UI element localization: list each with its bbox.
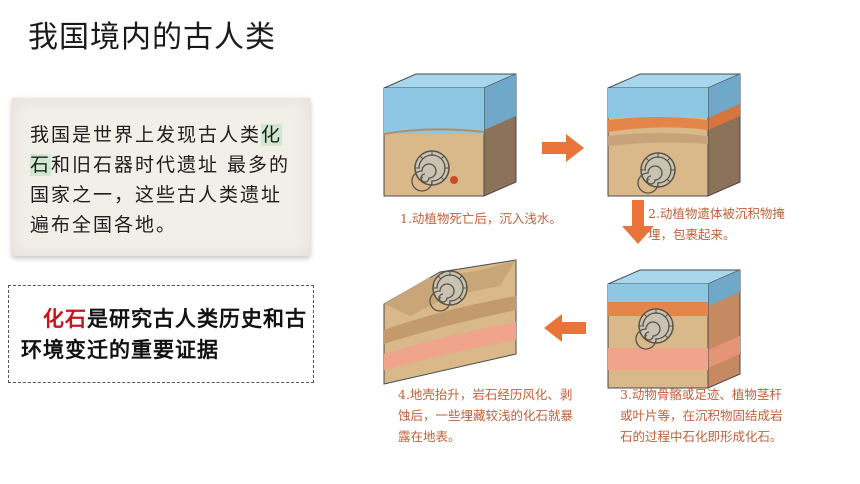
arrow-right-icon	[542, 134, 584, 162]
info-text-post: 和旧石器时代遗址 最多的国家之一，这些古人类遗址遍布全国各地。	[30, 154, 291, 236]
info-card: 我国是世界上发现古人类化石和旧石器时代遗址 最多的国家之一，这些古人类遗址遍布全…	[12, 98, 310, 256]
page-title: 我国境内的古人类	[28, 20, 276, 55]
info-text-pre: 我国是世界上发现古人类	[30, 124, 262, 146]
step3-caption: 3.动物骨骼或足迹、植物茎杆或叶片等，在沉积物固结成岩石的过程中石化即形成化石。	[620, 387, 783, 444]
arrow-down-icon	[622, 200, 654, 244]
fossil-formation-diagram	[383, 73, 741, 389]
key-point-box: 化石是研究古人类历史和古环境变迁的重要证据	[8, 285, 314, 383]
step1-cube	[383, 73, 517, 197]
arrow-left-icon	[544, 314, 586, 342]
step4-block	[383, 259, 517, 385]
step1-caption: 1.动植物死亡后，沉入浅水。	[400, 211, 562, 226]
key-point-rest: 是研究古人类历史和古环境变迁的重要证据	[21, 307, 307, 362]
key-point-red: 化石	[43, 307, 87, 331]
step4-caption: 4.地壳抬升，岩石经历风化、剥蚀后，一些埋藏较浅的化石就暴露在地表。	[398, 387, 574, 444]
step3-cube	[607, 269, 741, 389]
key-point-text: 化石是研究古人类历史和古环境变迁的重要证据	[21, 304, 311, 366]
step2-caption: 2.动植物遗体被沉积物掩埋，包裹起来。	[648, 206, 785, 242]
step2-cube	[607, 73, 741, 197]
info-text: 我国是世界上发现古人类化石和旧石器时代遗址 最多的国家之一，这些古人类遗址遍布全…	[30, 120, 300, 240]
